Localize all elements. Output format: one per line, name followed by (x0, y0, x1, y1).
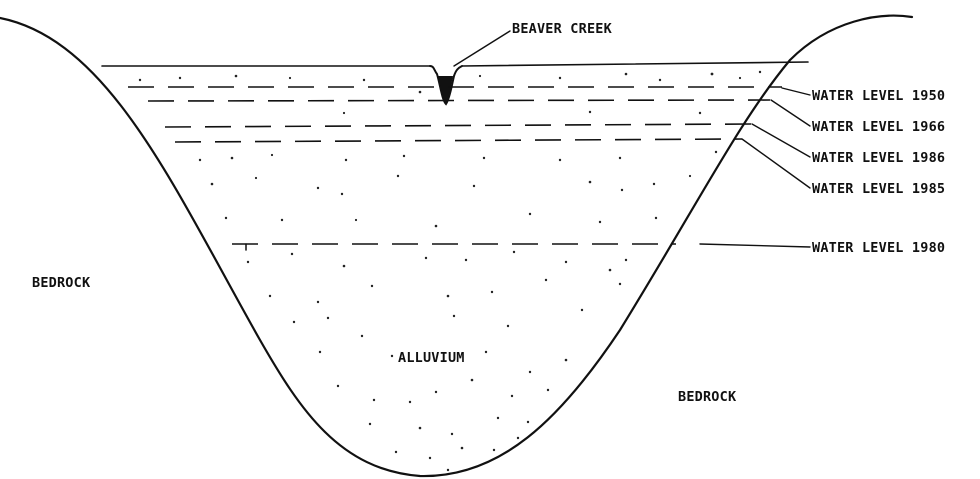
leader-1950 (782, 88, 810, 95)
water-level-1950-label: WATER LEVEL 1950 (812, 88, 945, 104)
bedrock-left-label: BEDROCK (32, 275, 91, 291)
creek-leader-line (454, 31, 510, 66)
water-level-1986-line (165, 124, 752, 127)
water-level-1985-label: WATER LEVEL 1985 (812, 181, 945, 197)
water-level-1985-line (175, 139, 742, 142)
alluvium-label: ALLUVIUM (398, 350, 465, 366)
bedrock-right-label: BEDROCK (678, 389, 737, 405)
water-level-1986-label: WATER LEVEL 1986 (812, 150, 945, 166)
water-level-1966-label: WATER LEVEL 1966 (812, 119, 945, 135)
water-level-1966-line (148, 100, 770, 101)
leader-1966 (771, 100, 810, 126)
alluvium-stipple (139, 71, 761, 471)
water-level-1980-label: WATER LEVEL 1980 (812, 240, 945, 256)
leader-1985 (742, 139, 810, 188)
beaver-creek-label: BEAVER CREEK (512, 21, 613, 37)
leader-1980 (700, 244, 810, 247)
